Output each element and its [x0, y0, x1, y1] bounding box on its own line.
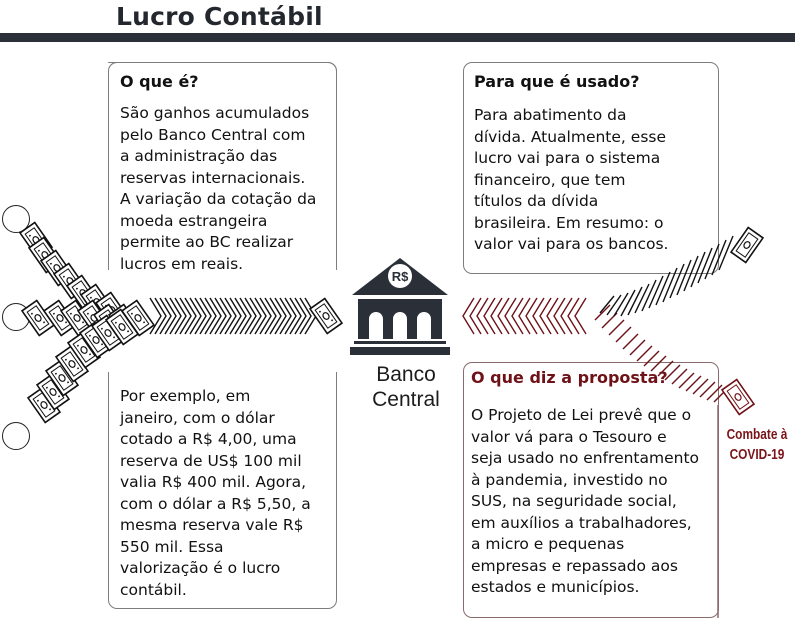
bank-label: Banco Central [372, 363, 440, 411]
example-text: Por exemplo, em janeiro, com o dólar cot… [120, 387, 311, 599]
bank-building-icon: R$ [350, 258, 450, 355]
what-is-text: São ganhos acumulados pelo Banco Central… [120, 104, 317, 273]
black-banknote-icon [729, 226, 765, 264]
title-rule [0, 33, 795, 42]
source-circle-bottom [2, 422, 30, 450]
example-box: Por exemplo, em janeiro, com o dólar cot… [108, 372, 337, 609]
red-banknote-icon [720, 378, 756, 416]
used-for-box: Para que é usado? Para abatimento da dív… [463, 62, 719, 274]
proposal-text: O Projeto de Lei prevê que o valor vá pa… [471, 406, 700, 596]
what-is-heading: O que é? [120, 72, 199, 91]
what-is-content: O que é? São ganhos acumulados pelo Banc… [108, 62, 337, 273]
bank-icon-text: R$ [392, 269, 409, 284]
what-is-box [108, 62, 337, 270]
proposal-box: O que diz a proposta? O Projeto de Lei p… [463, 362, 719, 618]
used-for-text: Para abatimento da dívida. Atualmente, e… [474, 106, 669, 253]
used-for-heading: Para que é usado? [474, 72, 640, 91]
proposal-heading: O que diz a proposta? [471, 368, 668, 387]
covid-destination-label: Combate à COVID-19 [726, 427, 788, 463]
page-title: Lucro Contábil [116, 2, 323, 31]
